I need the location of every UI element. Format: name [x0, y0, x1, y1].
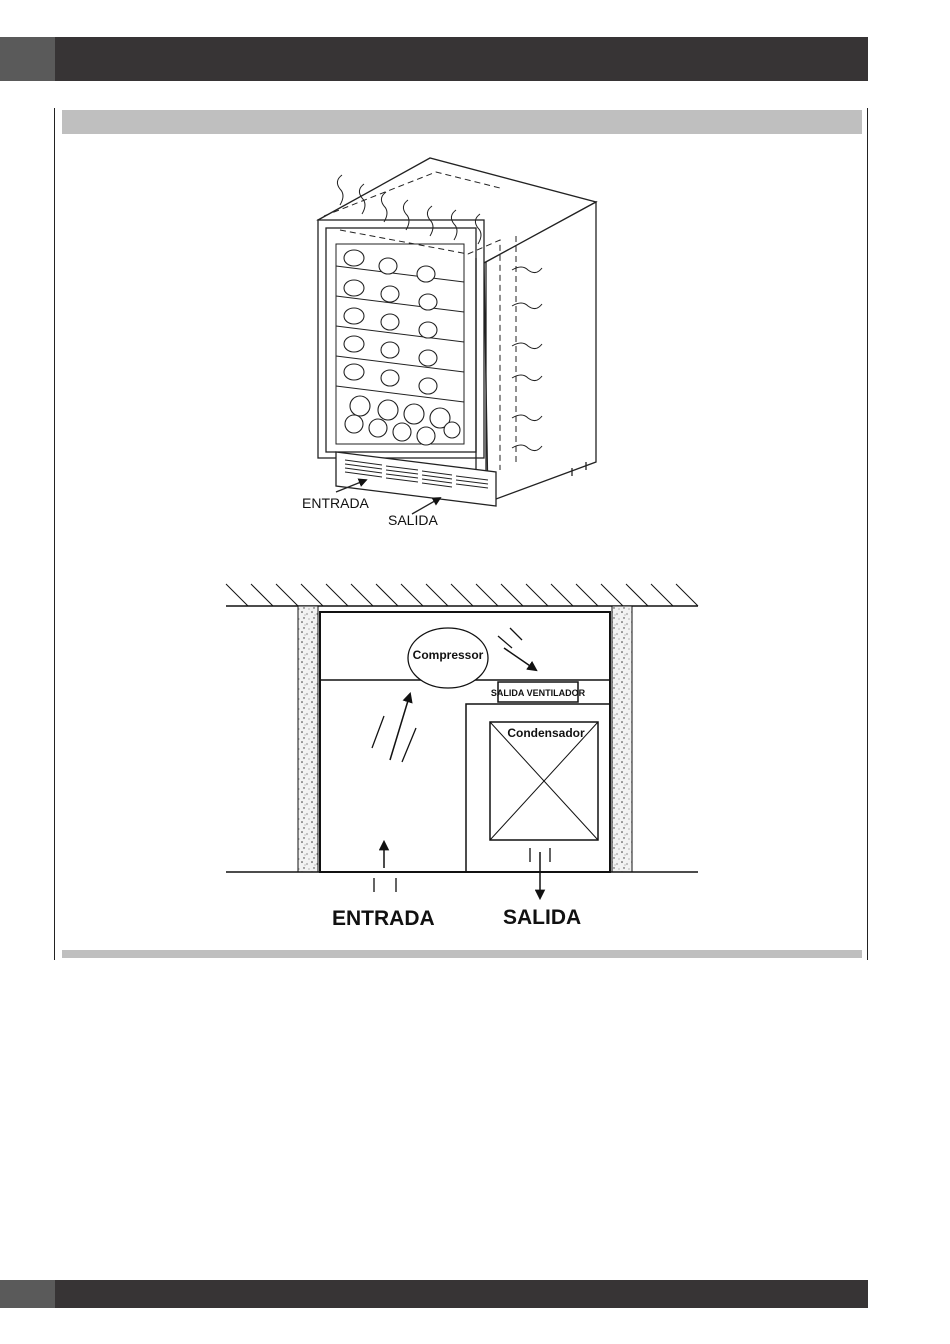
cooler-salida-label: SALIDA [388, 512, 438, 528]
compressor-label: Compressor [413, 648, 484, 662]
left-wall [298, 606, 318, 872]
ceiling-hatching [226, 584, 698, 606]
airflow-diagram [226, 584, 698, 898]
footer-strip [55, 1280, 868, 1308]
fan-outlet-label: SALIDA VENTILADOR [491, 688, 586, 698]
condenser-label: Condensador [507, 726, 585, 740]
diagram-salida-label: SALIDA [503, 906, 581, 929]
cooler-entrada-label: ENTRADA [302, 495, 370, 511]
footer-tab [0, 1280, 55, 1308]
diagram-entrada-label: ENTRADA [332, 907, 435, 930]
right-wall [612, 606, 632, 872]
wine-cooler-illustration [318, 158, 596, 514]
